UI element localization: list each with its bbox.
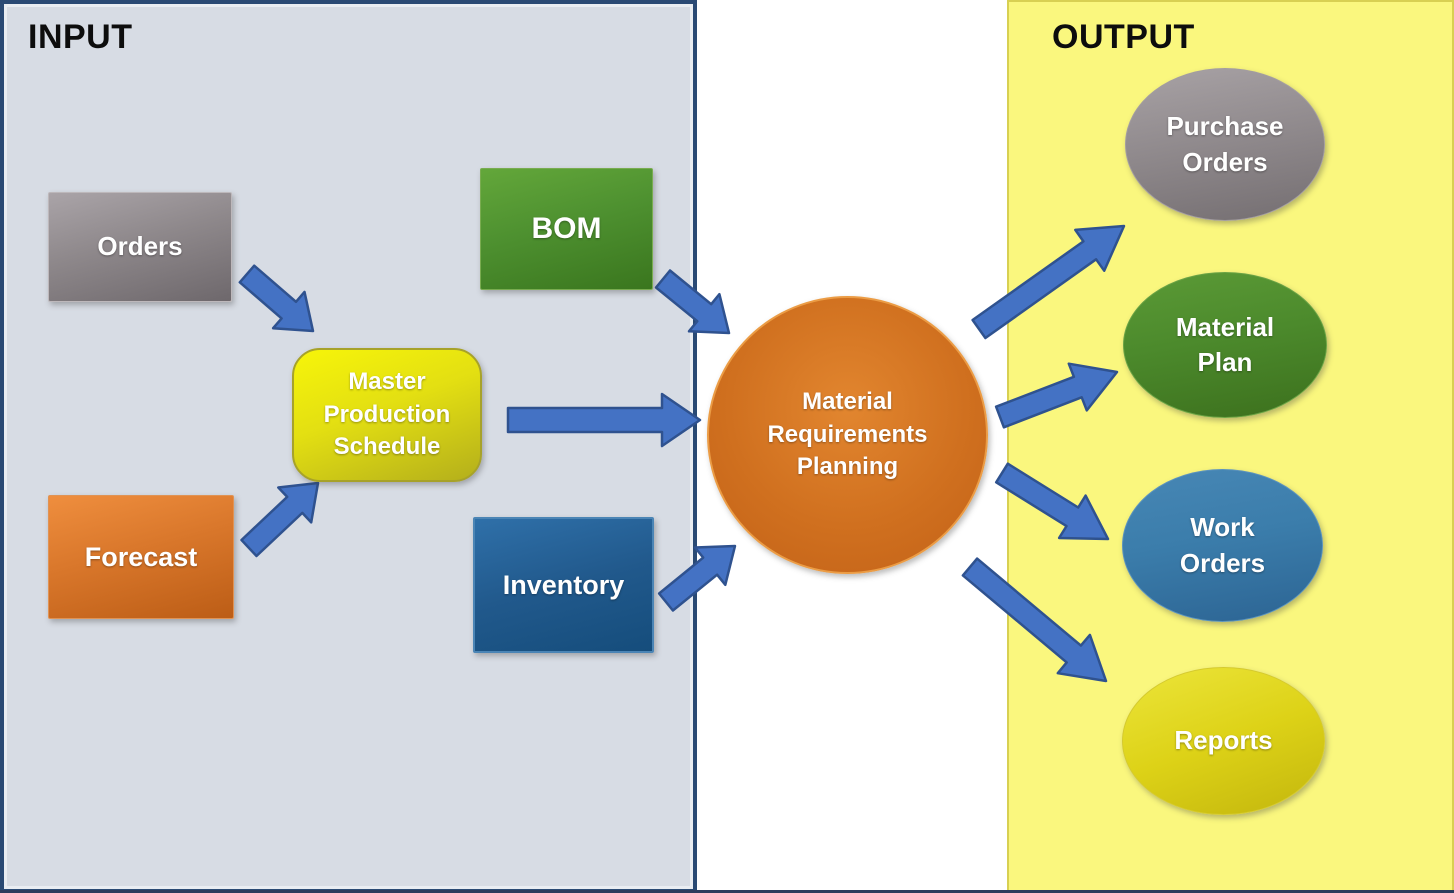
purchase-orders-label: Purchase Orders — [1166, 111, 1284, 177]
arrow-mrp-to-material_plan — [994, 362, 1119, 429]
material-plan-node: Material Plan — [1123, 272, 1327, 418]
arrow-orders-to-mps — [238, 264, 315, 333]
orders-label: Orders — [97, 231, 183, 262]
purchase-orders-node: Purchase Orders — [1125, 68, 1325, 221]
arrow-bom-to-mrp — [654, 269, 731, 335]
reports-label: Reports — [1174, 725, 1273, 756]
input-panel-title: INPUT — [28, 18, 133, 56]
material-requirements-planning-node: Material Requirements Planning — [707, 296, 988, 574]
arrow-mrp-to-purchase_orders — [971, 224, 1126, 340]
inventory-label: Inventory — [502, 569, 625, 600]
master-production-schedule-node: Master Production Schedule — [292, 348, 482, 482]
forecast-node: Forecast — [48, 495, 234, 619]
forecast-label: Forecast — [84, 541, 198, 572]
arrow-forecast-to-mps — [240, 481, 320, 558]
bom-label: BOM — [531, 211, 602, 245]
work-orders-node: Work Orders — [1122, 469, 1323, 622]
bom-node: BOM — [480, 168, 653, 290]
output-panel-title: OUTPUT — [1052, 18, 1195, 56]
work-orders-label: Work Orders — [1179, 512, 1266, 578]
arrow-mrp-to-reports — [961, 557, 1108, 683]
arrow-mrp-to-work_orders — [994, 462, 1110, 541]
arrow-mps-to-mrp — [506, 392, 702, 448]
arrow-inventory-to-mrp — [657, 544, 737, 612]
inventory-node: Inventory — [473, 517, 654, 653]
orders-node: Orders — [48, 192, 232, 302]
reports-node: Reports — [1122, 667, 1325, 815]
master-production-schedule-label: Master Production Schedule — [323, 368, 451, 461]
material-plan-label: Material Plan — [1175, 311, 1275, 377]
material-requirements-planning-label: Material Requirements Planning — [767, 388, 928, 481]
